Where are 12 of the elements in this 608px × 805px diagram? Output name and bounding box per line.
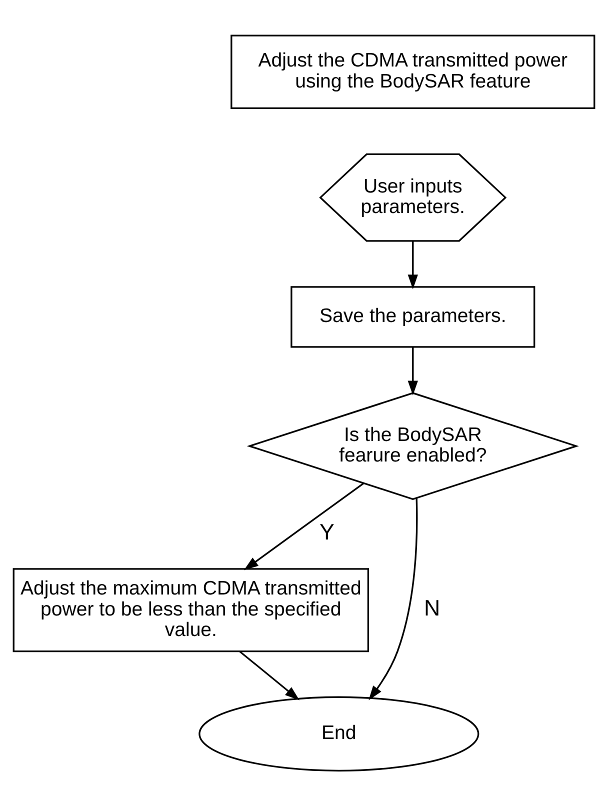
arrow [368,498,418,700]
arrow [244,482,364,570]
node-diamond: Is the BodySAR fearure enabled? [246,392,579,500]
edge-label: N [424,594,440,620]
node-box: Adjust the CDMA transmitted power using the BodySAR feature [230,34,596,109]
arrow [408,240,418,289]
node-box: Save the parameters. [290,286,536,348]
node-ellipse: End [198,696,480,771]
edge-label: Y [319,518,334,544]
arrow [408,346,418,395]
arrow [239,650,300,700]
node-box: Adjust the maximum CDMA transmitted power to be less than the specified value. [12,568,370,652]
